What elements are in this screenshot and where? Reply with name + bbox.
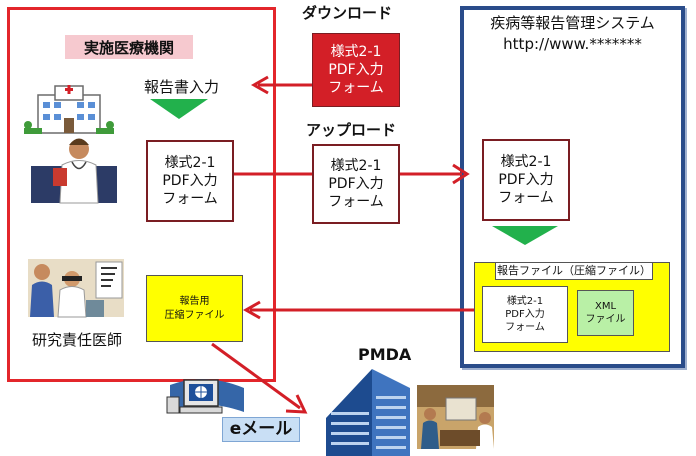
down-arrow-right-icon bbox=[492, 226, 558, 245]
return-arrowhead-icon bbox=[242, 300, 261, 320]
computer-icon bbox=[166, 379, 244, 414]
upload-form-box: 様式2-1 PDF入力 フォーム bbox=[312, 144, 400, 224]
system-url: http://www.******* bbox=[503, 35, 642, 53]
clinician-team-icon bbox=[28, 259, 124, 318]
system-form-box: 様式2-1 PDF入力 フォーム bbox=[482, 139, 570, 221]
meeting-photo-icon bbox=[417, 385, 494, 449]
download-label: ダウンロード bbox=[302, 4, 393, 22]
pmda-label: PMDA bbox=[358, 345, 412, 364]
hospital-icon bbox=[24, 85, 114, 134]
report-file-form-box: 様式2-1 PDF入力 フォーム bbox=[482, 286, 568, 343]
institution-label: 実施医療機関 bbox=[65, 35, 193, 59]
institution-form-box: 様式2-1 PDF入力 フォーム bbox=[146, 140, 234, 222]
doctor-icon bbox=[31, 138, 117, 204]
institution-frame bbox=[7, 7, 276, 382]
upload-label: アップロード bbox=[306, 121, 397, 139]
upload-arrowhead-icon bbox=[452, 163, 470, 185]
report-input-label: 報告書入力 bbox=[144, 78, 220, 96]
email-label: eメール bbox=[222, 417, 300, 442]
system-frame bbox=[460, 6, 685, 368]
email-arrowhead-icon bbox=[285, 394, 308, 414]
download-arrowhead-icon bbox=[250, 75, 269, 95]
report-package-box: 報告用 圧縮ファイル bbox=[146, 275, 243, 342]
report-file-header: 報告ファイル（圧縮ファイル） bbox=[495, 262, 653, 280]
pmda-building-icon bbox=[326, 369, 410, 456]
researcher-label: 研究責任医師 bbox=[32, 331, 123, 349]
download-form-box: 様式2-1 PDF入力 フォーム bbox=[312, 33, 400, 107]
xml-file-box: XML ファイル bbox=[577, 290, 634, 336]
down-arrow-left-icon bbox=[150, 99, 208, 119]
system-title: 疾病等報告管理システム bbox=[490, 14, 655, 32]
